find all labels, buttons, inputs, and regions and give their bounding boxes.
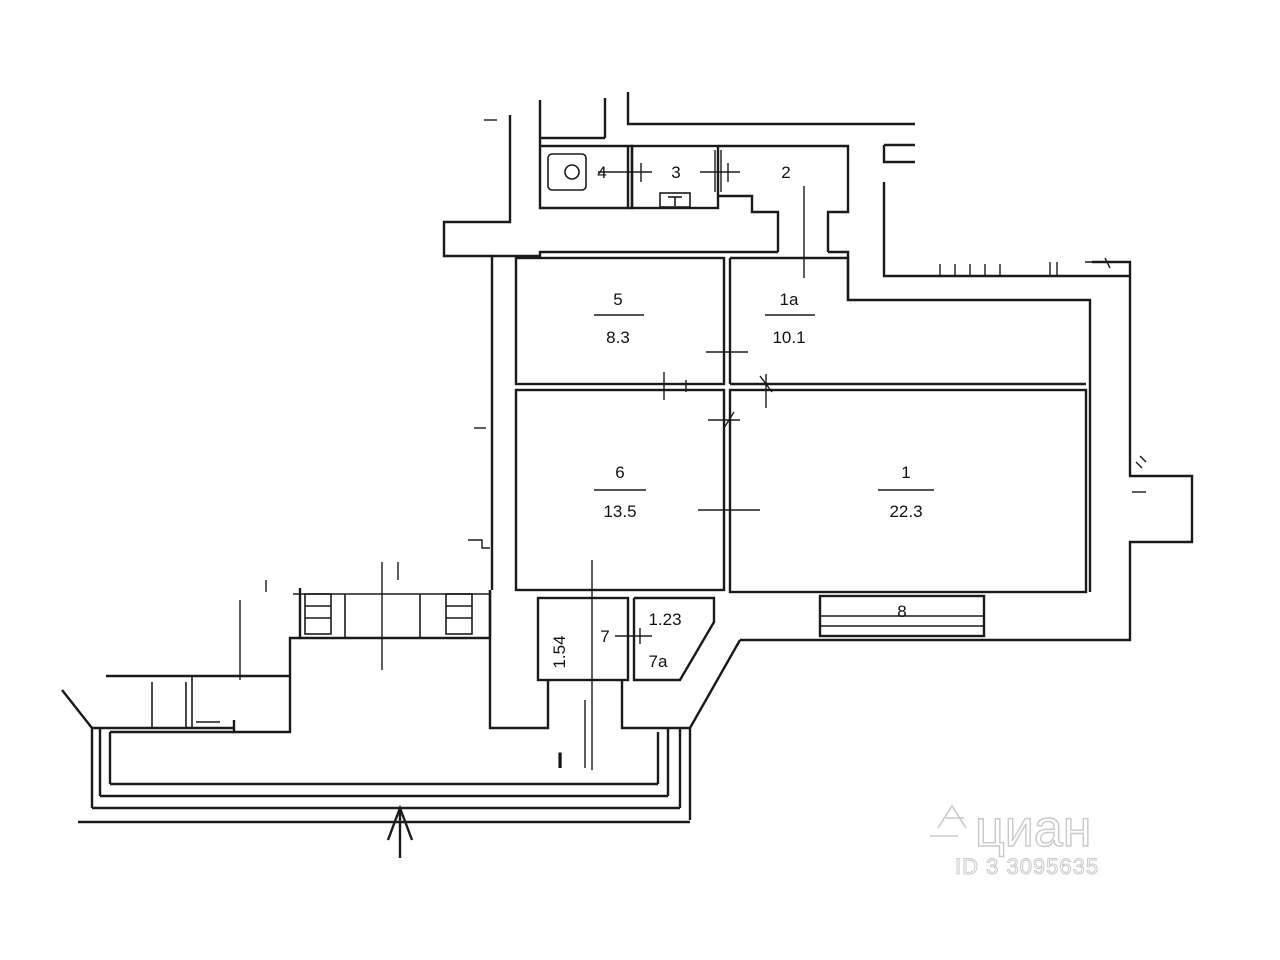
room-4-number: 4 (597, 163, 606, 182)
room-7a-area: 1.23 (648, 610, 681, 629)
lower-area-walls (232, 562, 742, 820)
room-1-area: 22.3 (889, 502, 922, 521)
main-rooms-walls (514, 256, 1088, 594)
room-3-number: 3 (671, 163, 680, 182)
room-7-area: 1.54 (550, 635, 569, 668)
room-8-walls (818, 594, 986, 638)
room-7-walls (536, 560, 716, 770)
right-projection-walls (740, 260, 1194, 642)
section-mark-label: I (557, 748, 563, 773)
room-8-number: 8 (897, 602, 906, 621)
watermark-brand: циан (975, 800, 1091, 858)
entrance-arrow (386, 804, 414, 858)
room-7a-number: 7a (649, 652, 668, 671)
room-5-number: 5 (613, 290, 622, 309)
room-2-number: 2 (781, 163, 790, 182)
right-upper-walls (882, 143, 1130, 278)
watermark-id: ID 3 3095635 (955, 854, 1099, 879)
watermark-logo-icon (930, 804, 967, 837)
room-labels: 4 3 2 5 8.3 1a 10.1 6 13.5 1 22.3 7 1.54… (550, 163, 934, 773)
outer-steps (61, 674, 690, 824)
room-5-area: 8.3 (606, 328, 630, 347)
room-1-number: 1 (901, 463, 910, 482)
room-7-number: 7 (600, 627, 609, 646)
watermark: циан ID 3 3095635 (930, 799, 1099, 880)
room-6-number: 6 (615, 463, 624, 482)
room-1a-area: 10.1 (772, 328, 805, 347)
room-1a-number: 1a (780, 290, 799, 309)
room-6-area: 13.5 (603, 502, 636, 521)
upper-block-walls (538, 92, 915, 278)
